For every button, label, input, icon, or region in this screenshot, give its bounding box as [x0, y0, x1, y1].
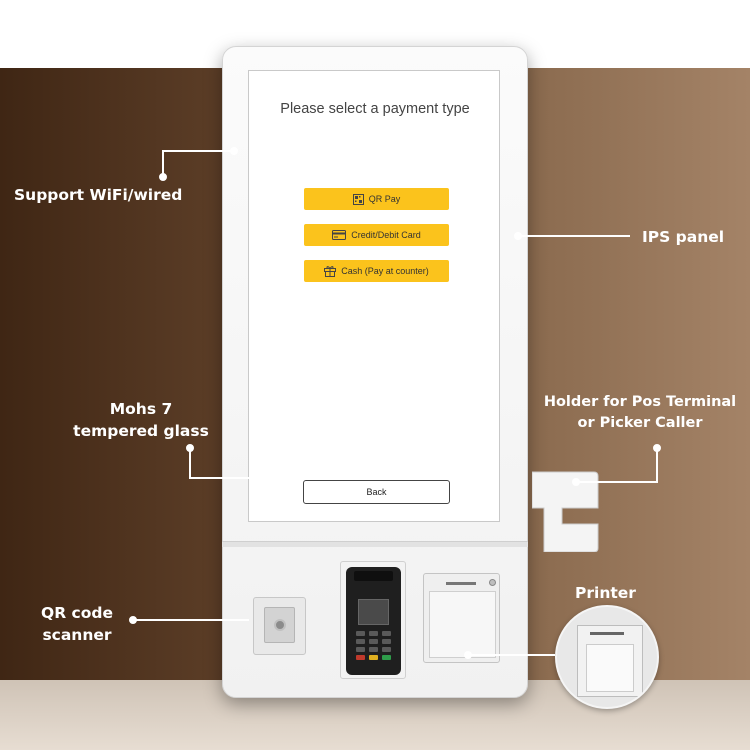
qr-scanner	[253, 597, 306, 655]
pos-screen	[358, 599, 389, 625]
pos-terminal	[346, 567, 401, 675]
printer-zoom-door	[586, 644, 634, 692]
printer-door	[429, 591, 496, 658]
pos-key	[369, 639, 378, 644]
pos-key	[369, 647, 378, 652]
kiosk-divider	[222, 541, 528, 547]
scanner-window	[264, 607, 295, 643]
scanner-lens-icon	[274, 619, 286, 631]
credit-card-icon	[332, 230, 347, 240]
callout-wifi: Support WiFi/wired	[14, 186, 183, 204]
kiosk-screen: Please select a payment type QR Pay Cred…	[248, 70, 500, 522]
pos-card-slot	[354, 571, 393, 581]
pos-key	[382, 639, 391, 644]
printer-button-icon	[489, 579, 496, 586]
credit-debit-card-button[interactable]: Credit/Debit Card	[304, 224, 449, 246]
pos-key	[382, 647, 391, 652]
pos-holder-bracket	[532, 471, 599, 552]
pos-key	[356, 647, 365, 652]
pos-key-clear	[369, 655, 378, 660]
qr-pay-button[interactable]: QR Pay	[304, 188, 449, 210]
pos-key	[382, 631, 391, 636]
qr-code-icon	[352, 193, 364, 205]
printer-zoom-view	[555, 605, 659, 709]
printer-paper-slot	[446, 582, 476, 585]
callout-printer: Printer	[575, 584, 636, 602]
cash-label: Cash (Pay at counter)	[341, 266, 429, 276]
pos-keypad	[356, 631, 392, 660]
pos-key-cancel	[356, 655, 365, 660]
gift-box-icon	[324, 266, 337, 277]
callout-ips-panel: IPS panel	[642, 228, 725, 246]
qr-pay-label: QR Pay	[368, 194, 401, 204]
credit-debit-card-label: Credit/Debit Card	[351, 230, 421, 240]
pos-key	[356, 639, 365, 644]
callout-qr-scanner: QR code scanner	[41, 604, 113, 645]
pos-key	[356, 631, 365, 636]
page-title: Please select a payment type	[280, 101, 470, 117]
back-button[interactable]: Back	[303, 480, 450, 504]
pos-key	[369, 631, 378, 636]
printer-zoom-body	[577, 625, 643, 697]
pos-key-enter	[382, 655, 391, 660]
printer-zoom-slot	[590, 632, 624, 635]
back-label: Back	[366, 487, 387, 497]
callout-tempered-glass: Mohs 7 tempered glass	[73, 400, 209, 441]
cash-button[interactable]: Cash (Pay at counter)	[304, 260, 449, 282]
receipt-printer	[423, 573, 500, 663]
callout-holder: Holder for Pos Terminal or Picker Caller	[543, 394, 737, 432]
